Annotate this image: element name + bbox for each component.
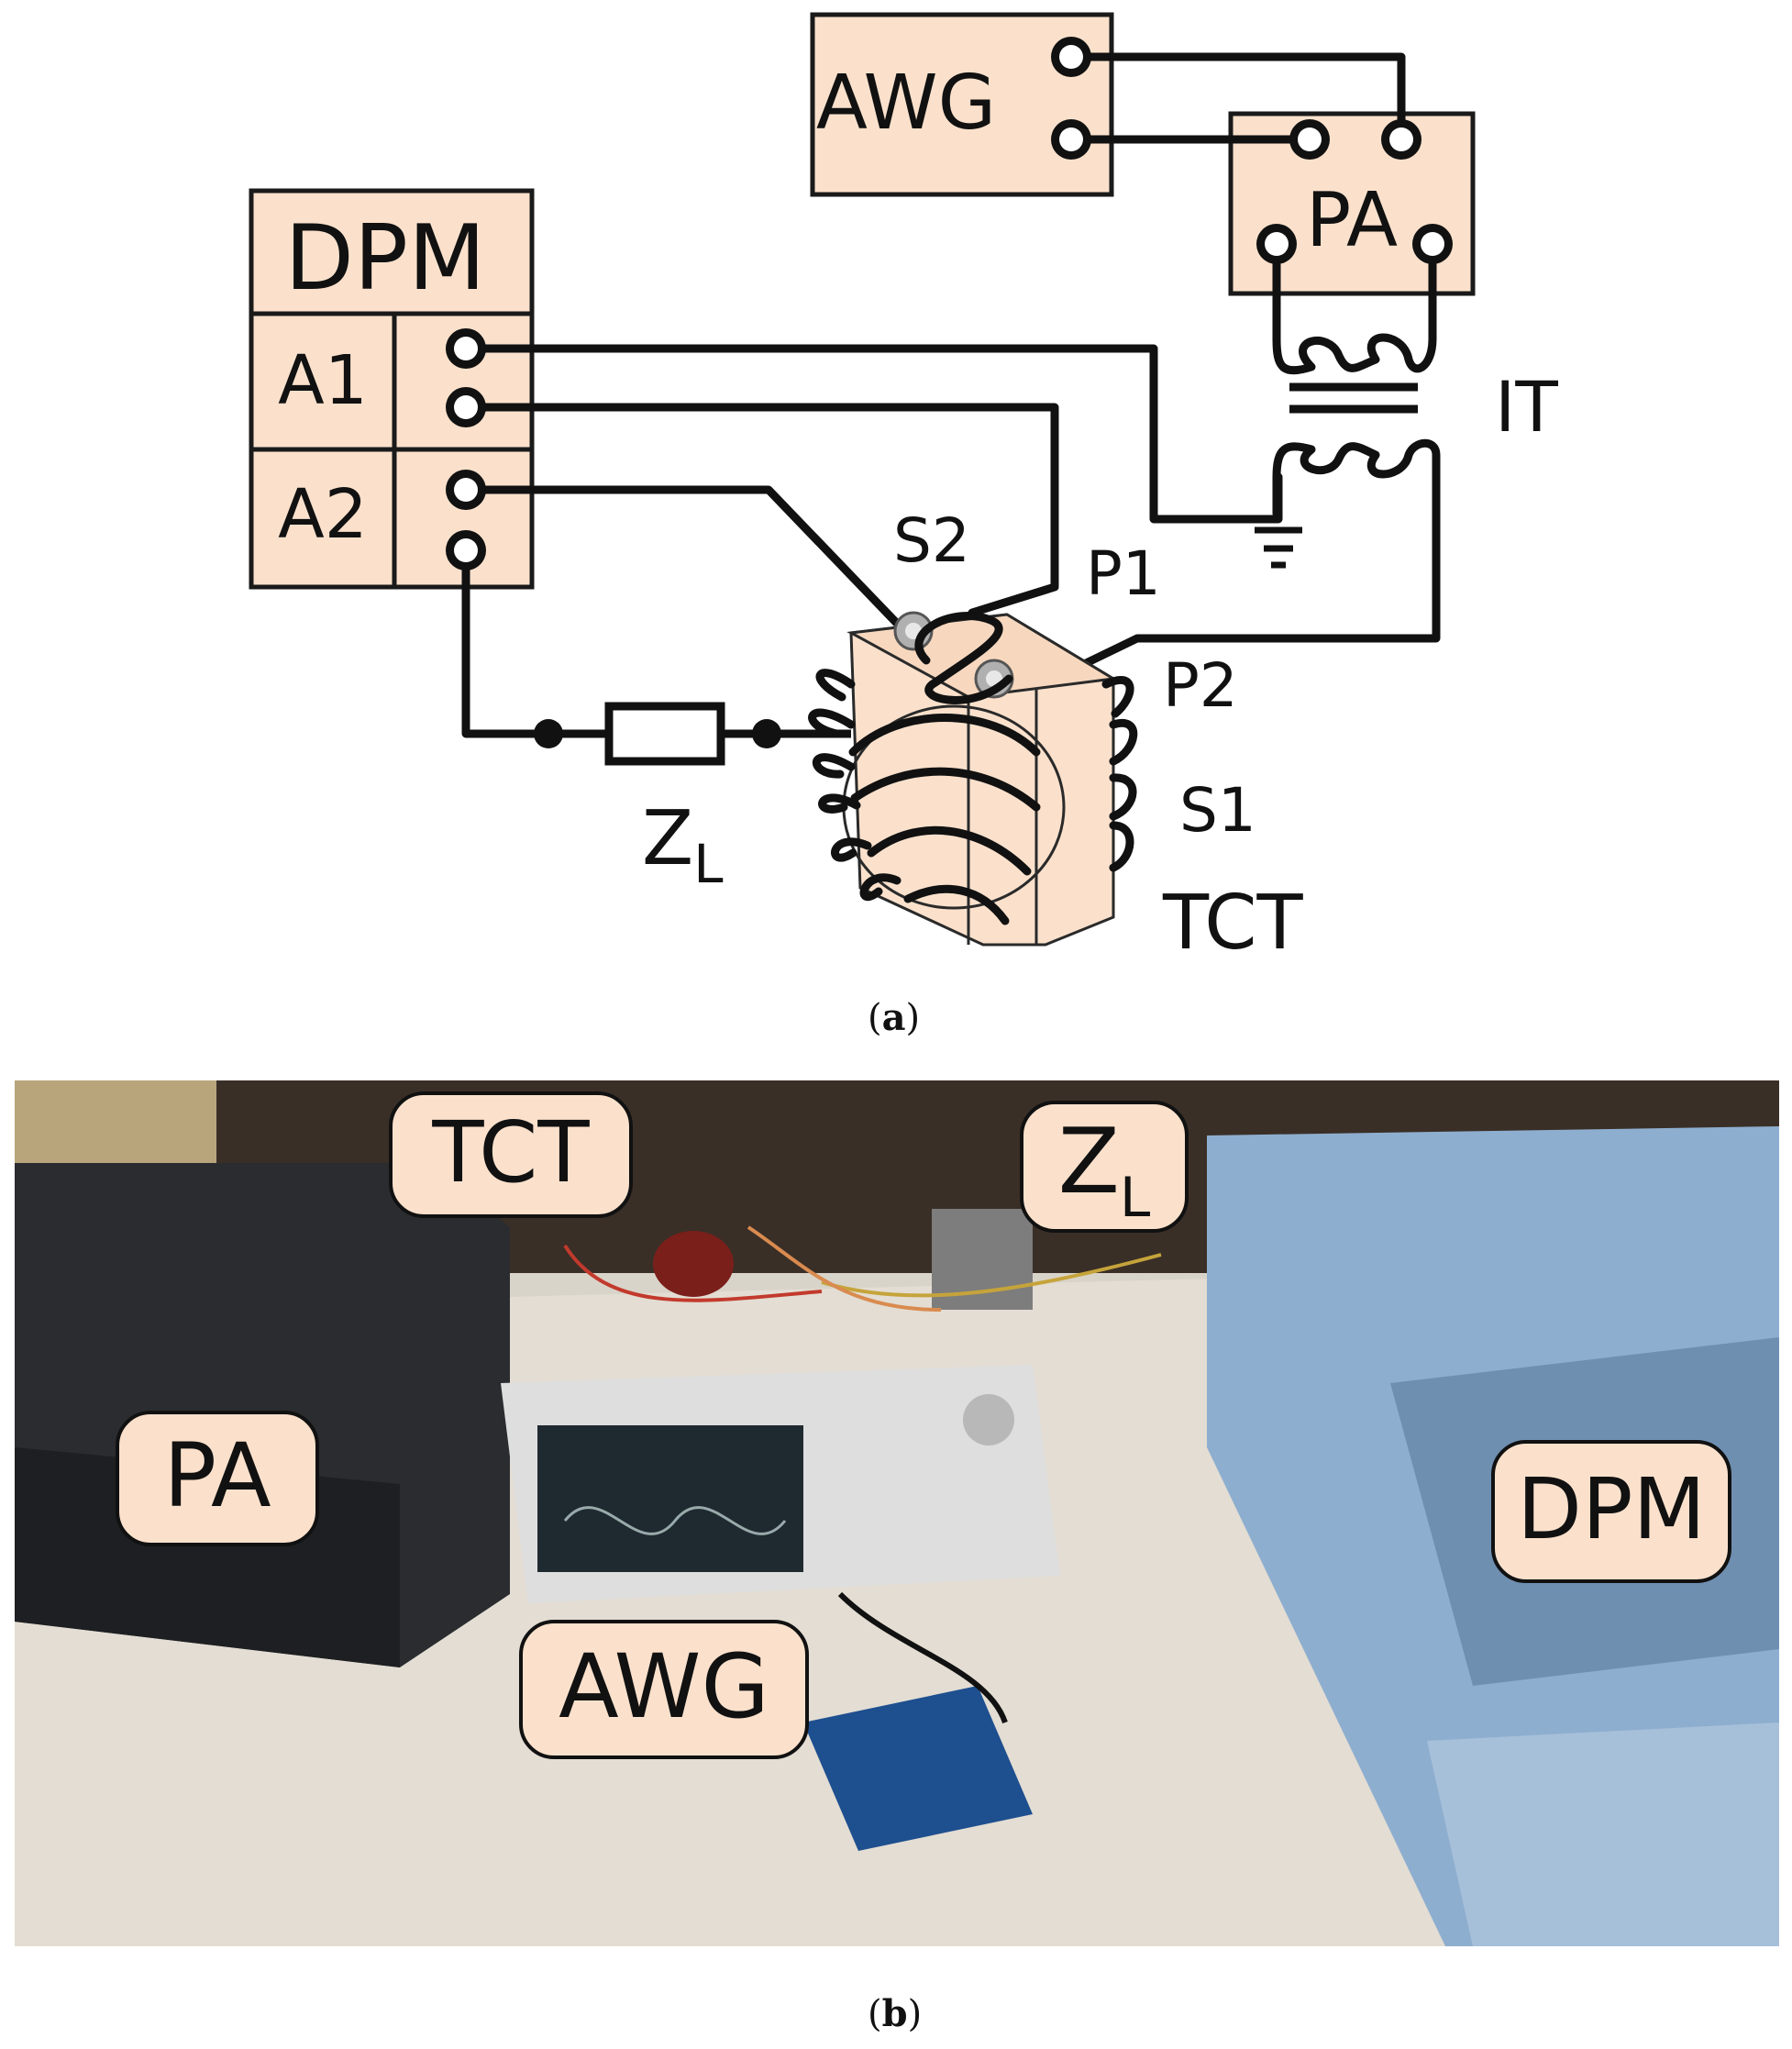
it-primary-coil [1272, 333, 1437, 375]
it-label: IT [1495, 366, 1558, 448]
dpm-block: DPM A1 A2 [249, 188, 535, 590]
s2-label: S2 [893, 505, 970, 576]
tct-toroid: S2 P1 P2 S1 TCT [808, 505, 1304, 967]
tct-label: TCT [1162, 880, 1304, 967]
tct-winding-right [1101, 676, 1138, 872]
isolation-transformer: IT [1272, 333, 1558, 518]
a2-label: A2 [278, 475, 368, 554]
wire-it-to-p2 [1076, 472, 1441, 670]
tct-winding-left [808, 669, 902, 902]
s1-label: S1 [1179, 775, 1256, 846]
dpm-label: DPM [284, 206, 485, 311]
photo-tag-pa: PA [116, 1411, 319, 1546]
p1-label: P1 [1086, 538, 1161, 609]
load-impedance: ZL [534, 702, 851, 895]
a1-label: A1 [278, 341, 368, 420]
tct-winding-inner [848, 714, 1041, 925]
wire-a2-bottom-to-zl [461, 546, 553, 738]
caption-b: (b) [868, 1992, 923, 2035]
photo-tag-zl: ZL [1020, 1101, 1189, 1233]
wire-a2-top-to-s2 [461, 485, 911, 637]
terminals [446, 37, 1453, 570]
p2-label: P2 [1163, 650, 1238, 721]
caption-a: (a) [868, 996, 921, 1039]
it-secondary-coil [1272, 438, 1441, 518]
pa-label: PA [1306, 177, 1398, 264]
awg-label: AWG [816, 60, 996, 147]
zl-label: ZL [642, 795, 724, 895]
photo-tag-tct: TCT [389, 1091, 633, 1218]
wire-awg-pa-1 [1067, 52, 1406, 144]
photo-tag-dpm: DPM [1491, 1440, 1731, 1583]
circuit-schematic: AWG PA DPM A1 A2 IT [249, 12, 1558, 967]
tct-winding-primary [914, 612, 1013, 704]
wire-a1-top-to-ground [461, 344, 1283, 524]
photo-tag-awg: AWG [519, 1620, 809, 1759]
wire-a1-bottom-to-p1 [461, 403, 1059, 617]
ground-symbol [1255, 526, 1302, 569]
